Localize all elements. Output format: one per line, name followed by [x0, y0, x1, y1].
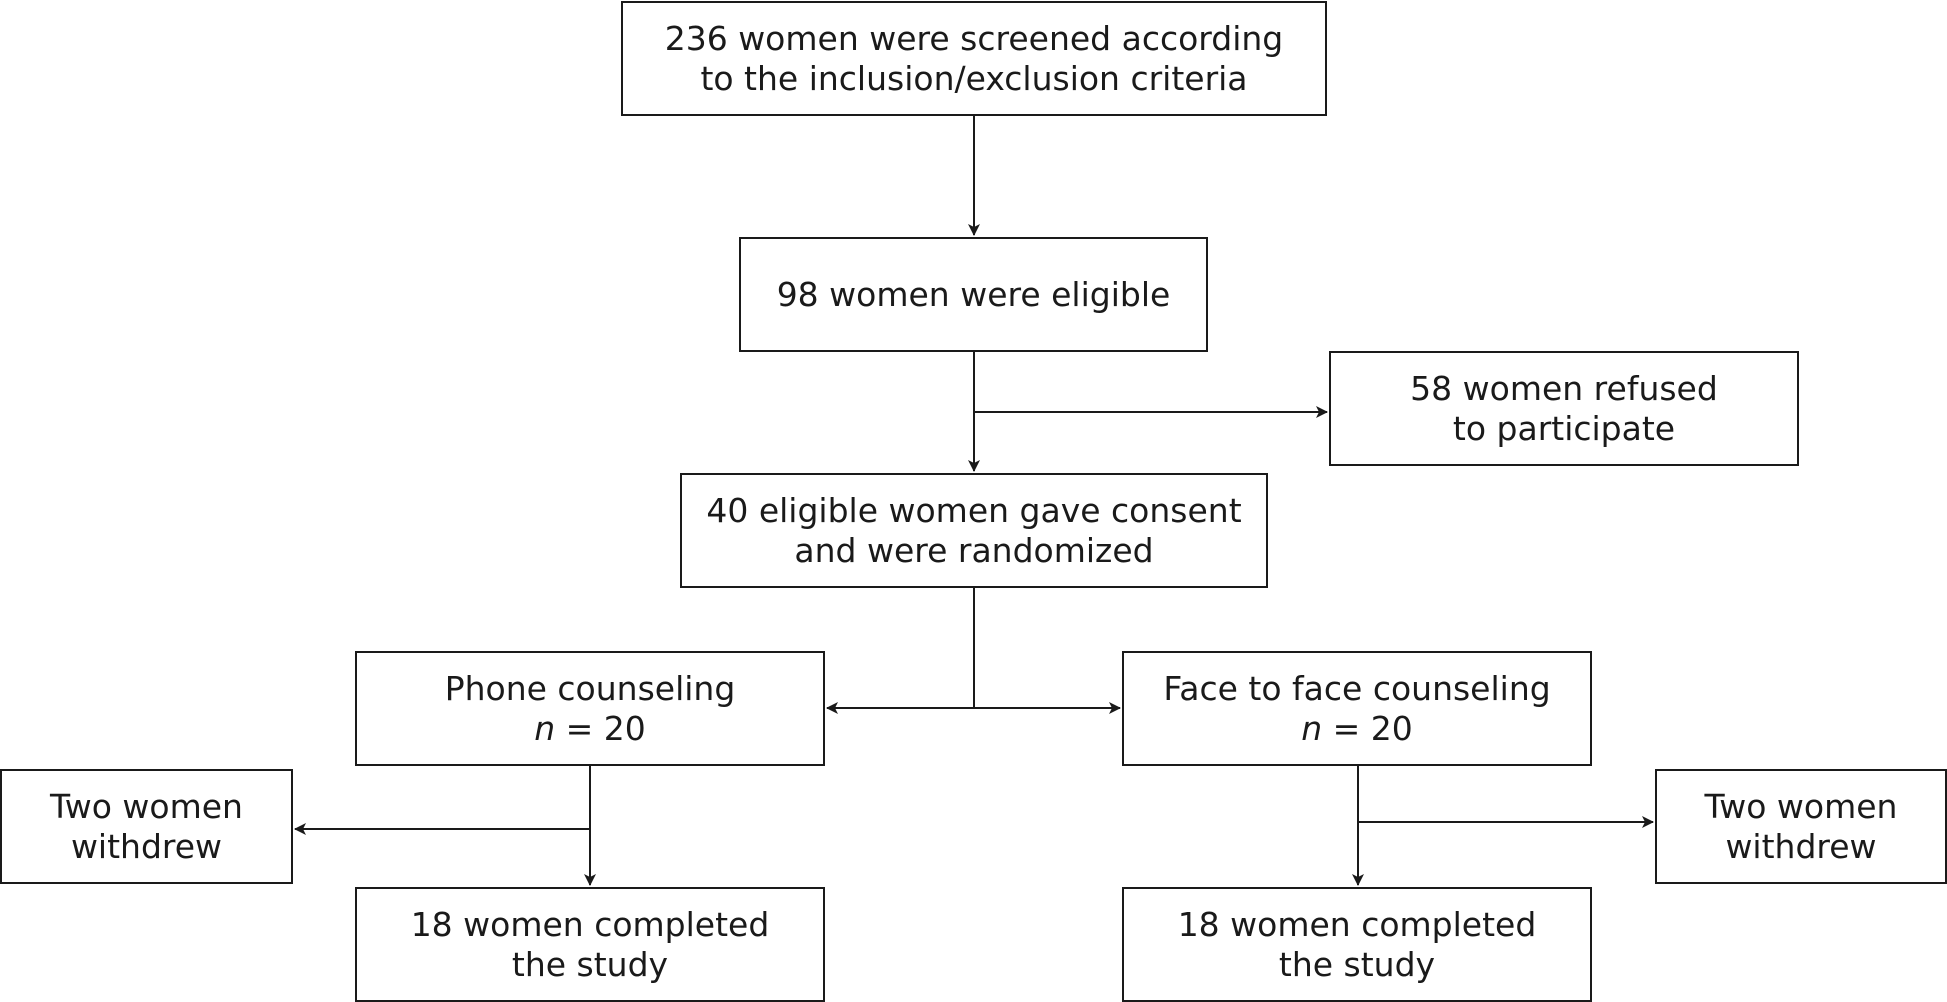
withdrew-right-line-2: withdrew — [1725, 826, 1877, 866]
phone-group-name: Phone counseling — [444, 668, 736, 708]
phone-group-count: n = 20 — [534, 709, 646, 749]
screened-line-1: 236 women were screened according — [664, 18, 1284, 58]
face-n-value: = 20 — [1322, 708, 1413, 748]
randomized-line-2: and were randomized — [794, 530, 1154, 570]
refused-line-2: to participate — [1452, 408, 1676, 448]
screened-box: 236 women were screened according to the… — [621, 1, 1327, 116]
face-counseling-box: Face to face counseling n = 20 — [1122, 651, 1592, 766]
screened-line-2: to the inclusion/exclusion criteria — [700, 58, 1248, 98]
eligible-line-1: 98 women were eligible — [776, 274, 1171, 314]
completed-left-line-1: 18 women completed — [410, 904, 770, 944]
refused-line-1: 58 women refused — [1410, 368, 1718, 408]
face-group-count: n = 20 — [1301, 709, 1413, 749]
completed-left-line-2: the study — [511, 944, 669, 984]
withdrew-right-line-1: Two women — [1704, 786, 1898, 826]
withdrew-left-line-1: Two women — [50, 786, 243, 826]
completed-right-line-1: 18 women completed — [1177, 904, 1537, 944]
completed-left-box: 18 women completed the study — [355, 887, 825, 1002]
refused-box: 58 women refused to participate — [1329, 351, 1799, 466]
eligible-box: 98 women were eligible — [739, 237, 1208, 352]
randomized-line-1: 40 eligible women gave consent — [706, 490, 1242, 530]
phone-n-symbol: n — [534, 708, 556, 748]
phone-counseling-box: Phone counseling n = 20 — [355, 651, 825, 766]
withdrew-left-line-2: withdrew — [70, 826, 223, 866]
face-group-name: Face to face counseling — [1163, 668, 1551, 708]
withdrew-right-box: Two women withdrew — [1655, 769, 1947, 884]
randomized-box: 40 eligible women gave consent and were … — [680, 473, 1268, 588]
withdrew-left-box: Two women withdrew — [0, 769, 293, 884]
completed-right-line-2: the study — [1278, 944, 1436, 984]
phone-n-value: = 20 — [555, 708, 646, 748]
completed-right-box: 18 women completed the study — [1122, 887, 1592, 1002]
face-n-symbol: n — [1301, 708, 1323, 748]
